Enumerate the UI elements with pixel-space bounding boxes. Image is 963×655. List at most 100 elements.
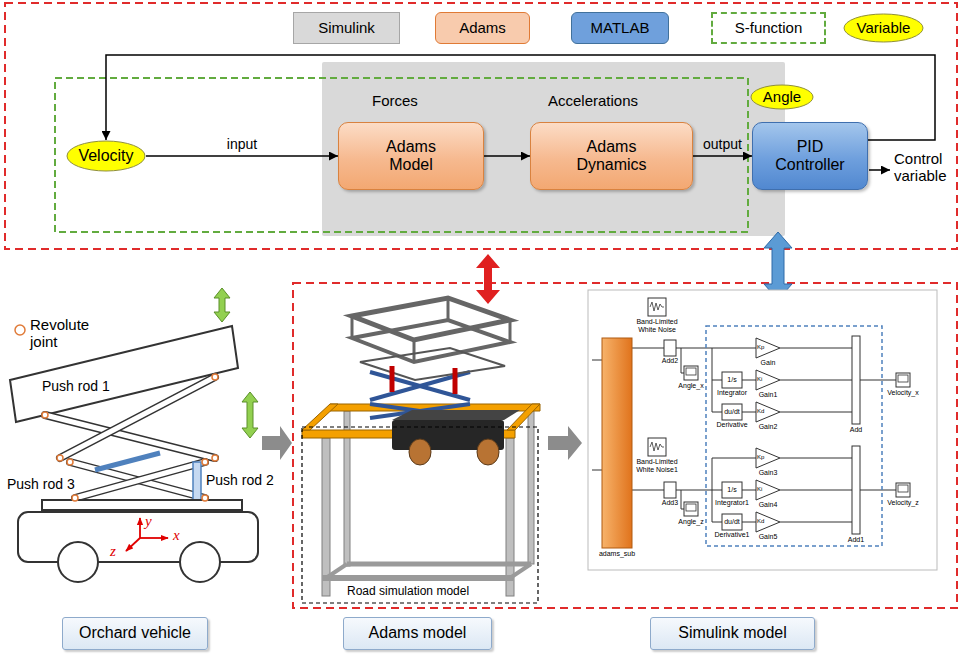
orchard-vehicle-drawing [214, 288, 230, 322]
text-label: Revolute joint [30, 316, 89, 351]
simulink-screenshot [648, 438, 666, 456]
simulink-screenshot [722, 372, 742, 388]
simulink-screenshot [686, 368, 696, 375]
box-text: Simulink model [678, 624, 786, 642]
block-label: Band-Limited White Noise1 [634, 458, 680, 474]
adams-model-drawing [390, 366, 395, 392]
block-value: Kd [757, 408, 764, 415]
orchard-vehicle-drawing [212, 455, 218, 461]
orchard-vehicle-drawing [70, 462, 205, 498]
legend-swatch: Simulink [293, 12, 400, 44]
block-label: Gain [761, 359, 776, 367]
legend-text: S-function [735, 19, 803, 36]
simulink-screenshot [602, 338, 632, 548]
orchard-vehicle-drawing [139, 518, 141, 538]
text-label: Control variable [894, 150, 947, 185]
orchard-vehicle-drawing [42, 500, 242, 510]
block-value: Kp [757, 454, 764, 461]
block-label: Velocity_z [887, 499, 919, 507]
region-frame [293, 283, 957, 608]
block-label: Derivative [716, 421, 747, 429]
adams-block: Adams Model [338, 122, 484, 190]
block-label: Angle_z [678, 518, 703, 526]
block-label: Add [850, 426, 862, 434]
box-text: Adams Dynamics [576, 138, 646, 175]
adams-model-drawing [322, 438, 330, 596]
orchard-vehicle-drawing [72, 495, 78, 501]
adams-model-drawing [528, 411, 534, 564]
legend-swatch: MATLAB [571, 12, 669, 44]
orchard-vehicle-drawing [202, 495, 208, 501]
adams-model-drawing [302, 404, 338, 430]
simulink-screenshot [756, 370, 780, 390]
orchard-vehicle-drawing [212, 374, 218, 380]
simulink-screenshot [592, 348, 896, 522]
simulink-screenshot [684, 502, 698, 516]
connector [693, 155, 752, 157]
block-label: Add1 [848, 536, 864, 544]
simulink-screenshot [756, 480, 780, 500]
text-label: Accelerations [548, 92, 638, 109]
simulink-screenshot [896, 373, 910, 387]
simulink-screenshot [650, 302, 908, 511]
block-label: Gain4 [759, 501, 778, 509]
orchard-vehicle-drawing [10, 288, 258, 582]
simulink-screenshot [684, 366, 698, 380]
block-value: Ki [757, 486, 762, 493]
simulink-screenshot [588, 290, 937, 570]
caption-tab: Orchard vehicle [62, 617, 208, 650]
block-label: Integrator1 [715, 499, 749, 507]
adams-model-drawing [347, 562, 531, 567]
simulink-screenshot [722, 514, 742, 530]
text-label: Forces [372, 92, 418, 109]
adams-model-drawing [510, 564, 531, 578]
block-label: Band-Limited White Noise [634, 318, 680, 334]
simulink-screenshot [650, 302, 664, 311]
orchard-vehicle-drawing [18, 512, 258, 562]
region-frame [55, 78, 748, 232]
orchard-vehicle-drawing [67, 459, 73, 465]
legend-text: MATLAB [591, 19, 650, 36]
connector [146, 155, 338, 157]
block-label: Gain5 [759, 533, 778, 541]
output-arrow [869, 169, 890, 171]
orchard-vehicle-drawing [242, 392, 258, 438]
block-value: 1/s [727, 376, 736, 384]
orchard-vehicle-drawing [75, 462, 205, 498]
simulink-screenshot [852, 336, 860, 424]
connector [484, 155, 530, 157]
block-label: Angle_x [678, 382, 703, 390]
block-label: Gain3 [759, 469, 778, 477]
simulink-screenshot [648, 298, 910, 534]
orchard-vehicle-drawing [42, 412, 48, 418]
adams-model-drawing [507, 404, 540, 430]
axis-label: z [110, 543, 116, 560]
box-text: Orchard vehicle [79, 624, 191, 642]
block-label: Gain1 [759, 391, 778, 399]
adams-model-drawing [409, 439, 431, 465]
simulink-screenshot [650, 442, 664, 451]
box-text: Adams model [369, 624, 467, 642]
simulink-screenshot [722, 404, 742, 420]
legend-swatch: Variable [843, 13, 924, 43]
adams-model-drawing [322, 575, 514, 581]
orchard-vehicle-drawing [126, 538, 140, 551]
adams-model-drawing [352, 298, 510, 362]
simulink-screenshot [588, 290, 937, 570]
text-label: Road simulation model [346, 585, 470, 599]
simulink-screenshot [852, 446, 860, 534]
matlab-block: PID Controller [752, 122, 868, 190]
ellipse-outline [67, 141, 145, 171]
box-text: Adams Model [386, 138, 436, 175]
legend-swatch: Adams [435, 12, 530, 44]
adams-model-drawing [413, 340, 416, 362]
adams-model-drawing [360, 348, 505, 380]
simulink-screenshot [756, 448, 780, 468]
adams-model-drawing [392, 410, 520, 420]
simulink-screenshot [706, 326, 882, 546]
orchard-vehicle-drawing [15, 325, 218, 501]
simulink-screenshot [756, 512, 780, 532]
orchard-vehicle-drawing [193, 462, 201, 500]
